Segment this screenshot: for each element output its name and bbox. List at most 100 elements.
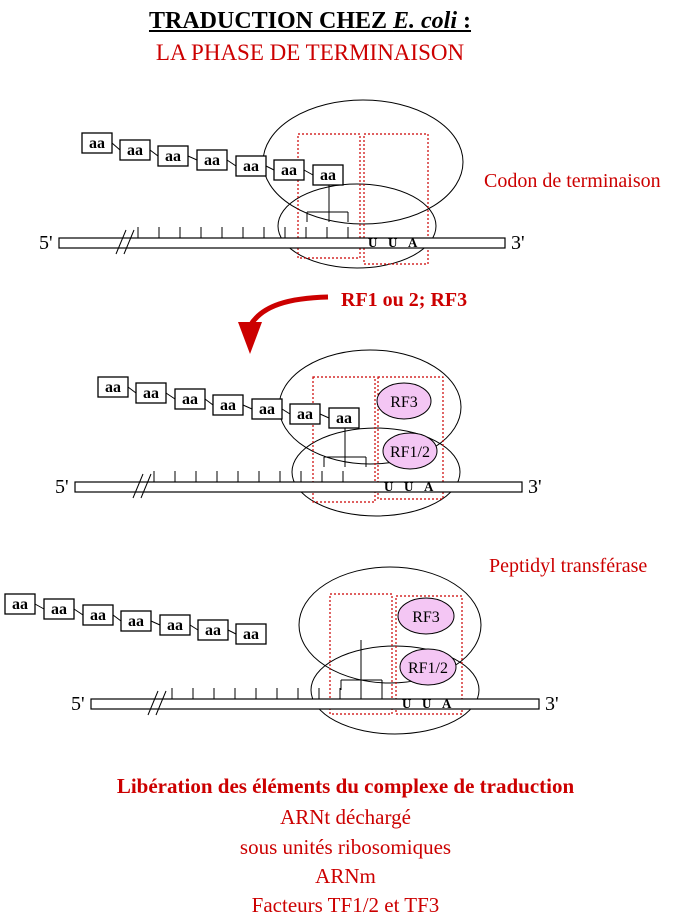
ribosome-site <box>363 133 429 265</box>
mrna-strand <box>90 698 540 710</box>
rf12-label: RF1/2 <box>408 660 448 677</box>
amino-acid-label: aa <box>281 162 297 179</box>
stop-codon-label: Codon de terminaison <box>484 170 661 192</box>
peptide-bond <box>281 408 291 415</box>
stop-codon-base: A <box>408 235 418 250</box>
peptide-bond <box>149 149 159 157</box>
amino-acid-label: aa <box>320 167 336 184</box>
peptidyl-transferase-label: Peptidyl transférase <box>489 555 648 577</box>
stop-codon-base: U <box>368 235 378 250</box>
rf12-factor <box>382 432 438 470</box>
ribosome-site <box>297 133 361 259</box>
peptide-bond <box>150 620 161 626</box>
amino-acid-label: aa <box>165 148 181 165</box>
title-main: TRADUCTION CHEZ <box>148 8 394 34</box>
small-subunit <box>277 183 437 269</box>
peptide-bond <box>319 413 330 419</box>
ribosome-site <box>377 376 444 500</box>
rf3-label: RF3 <box>412 609 440 626</box>
five-prime-label: 5' <box>71 693 85 715</box>
rf3-factor <box>376 382 432 420</box>
peptide-bond <box>227 629 237 635</box>
strand-break <box>147 690 159 716</box>
peptide-bond <box>127 386 137 394</box>
stop-codon-base: U <box>402 696 412 711</box>
amino-acid-label: aa <box>51 601 67 618</box>
amino-acid-box <box>328 407 360 429</box>
amino-acid-box <box>312 164 344 186</box>
rf3-label: RF3 <box>390 394 418 411</box>
mrna-strand <box>58 237 506 249</box>
stop-codon-base: U <box>384 479 394 494</box>
release-factors-label: RF1 ou 2; RF3 <box>341 289 468 311</box>
rf12-label: RF1/2 <box>390 444 430 461</box>
mrna-strand <box>74 481 523 493</box>
peptide-bond <box>189 624 199 631</box>
three-prime-label: 3' <box>511 232 525 254</box>
amino-acid-label: aa <box>182 391 198 408</box>
ribosome-site <box>329 593 393 715</box>
stop-codon-base: U <box>422 696 432 711</box>
peptide-bond <box>204 398 214 406</box>
stop-codon-base: U <box>388 235 398 250</box>
strand-break <box>155 690 167 716</box>
amino-acid-label: aa <box>127 142 143 159</box>
amino-acid-label: aa <box>128 613 144 630</box>
small-subunit <box>291 427 461 517</box>
small-subunit <box>310 645 480 735</box>
summary-item-factors: Facteurs TF1/2 et TF3 <box>251 893 440 917</box>
amino-acid-label: aa <box>243 626 259 643</box>
five-prime-label: 5' <box>39 232 53 254</box>
strand-break <box>115 229 127 255</box>
page-title: TRADUCTION CHEZ E. coli : <box>0 8 620 35</box>
ribosome-site <box>312 376 376 503</box>
stop-codon-base: A <box>442 696 452 711</box>
amino-acid-label: aa <box>259 401 275 418</box>
peptide-bond <box>265 165 275 171</box>
peptide-bond <box>242 404 253 410</box>
amino-acid-label: aa <box>90 607 106 624</box>
peptide-bond <box>303 169 314 176</box>
peptide-bond <box>165 392 176 400</box>
strand-break <box>132 473 144 499</box>
transition-arrow <box>238 294 329 354</box>
large-subunit <box>298 566 482 684</box>
three-prime-label: 3' <box>528 476 542 498</box>
five-prime-label: 5' <box>55 476 69 498</box>
amino-acid-box <box>235 623 267 645</box>
ribosome-site <box>395 595 463 715</box>
peptide-bond <box>111 142 121 151</box>
stop-codon-base: U <box>404 479 414 494</box>
stop-codon-base: A <box>424 479 434 494</box>
amino-acid-label: aa <box>89 135 105 152</box>
peptide-bond <box>112 614 122 622</box>
peptide-bond <box>226 159 237 167</box>
three-prime-label: 3' <box>545 693 559 715</box>
summary-heading: Libération des éléments du complexe de t… <box>116 774 575 798</box>
strand-break <box>140 473 152 499</box>
title-suffix: : <box>457 8 472 34</box>
amino-acid-label: aa <box>143 385 159 402</box>
rf3-factor <box>397 597 455 635</box>
summary-item-mrna: ARNm <box>315 864 376 888</box>
rf12-factor <box>399 648 457 686</box>
amino-acid-label: aa <box>243 158 259 175</box>
amino-acid-label: aa <box>220 397 236 414</box>
peptide-bond <box>187 155 198 161</box>
amino-acid-label: aa <box>167 617 183 634</box>
amino-acid-label: aa <box>105 379 121 396</box>
amino-acid-label: aa <box>336 410 352 427</box>
page-subtitle: LA PHASE DE TERMINAISON <box>155 40 465 65</box>
summary-item-trna: ARNt déchargé <box>280 805 411 829</box>
amino-acid-label: aa <box>205 622 221 639</box>
peptide-bond <box>34 603 45 610</box>
amino-acid-label: aa <box>204 152 220 169</box>
title-organism: E. coli <box>393 8 458 34</box>
amino-acid-label: aa <box>297 406 313 423</box>
amino-acid-label: aa <box>12 596 28 613</box>
peptide-bond <box>73 608 84 616</box>
